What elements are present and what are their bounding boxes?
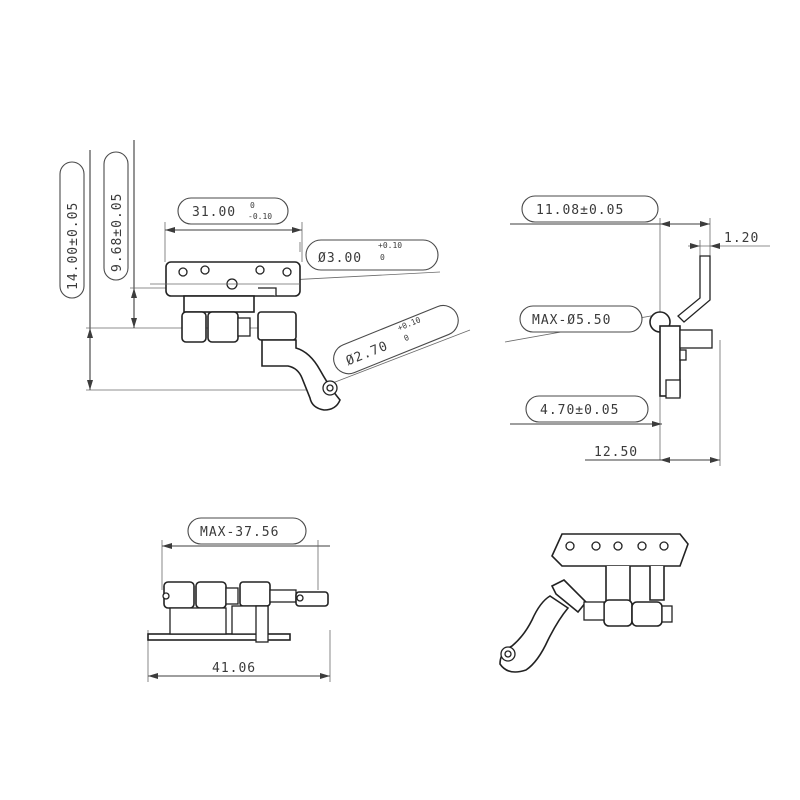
width-top-tol-upper: 0 [250,201,255,210]
side-width-callout: 11.08±0.05 [521,195,659,223]
isometric-view [499,533,689,673]
bottom-max-len-callout: MAX-37.56 [187,517,307,545]
width-top-label: 31.00 [192,205,236,220]
hole-dia-1-tol-upper: +0.10 [378,241,402,250]
hole-dia-2-callout: Ø2.70 +0.10 0 [333,304,459,375]
side-offset-label: 4.70±0.05 [540,403,619,418]
hole-dia-1-tol-lower: 0 [380,253,385,262]
side-thickness-label: 1.20 [724,231,759,246]
bottom-view: MAX-37.56 41.06 [147,517,331,682]
height-total-callout: 14.00±0.05 [59,161,85,299]
side-view-part [649,255,713,399]
front-view: 14.00±0.05 9.68±0.05 31.00 0 -0.10 Ø3.00 [59,140,471,411]
side-depth-label: 12.50 [594,445,638,460]
side-max-dia-callout: MAX-Ø5.50 [519,305,643,333]
side-width-label: 11.08±0.05 [536,203,624,218]
side-view: 11.08±0.05 1.20 MAX-Ø5.50 4.70±0.05 12.5… [504,195,770,466]
bottom-total-len-label: 41.06 [212,661,256,676]
front-view-part [150,261,341,411]
hole-dia-2-tol-lower: 0 [403,333,411,343]
bottom-max-len-label: MAX-37.56 [200,525,279,540]
hole-dia-1-label: Ø3.00 [318,251,362,266]
width-top-tol-lower: -0.10 [248,212,272,221]
side-max-dia-label: MAX-Ø5.50 [532,313,611,328]
height-inner-callout: 9.68±0.05 [103,151,129,281]
side-offset-callout: 4.70±0.05 [525,395,649,423]
width-top-callout: 31.00 0 -0.10 [177,197,289,225]
height-inner-label: 9.68±0.05 [110,193,125,272]
bottom-view-part [147,581,329,643]
height-total-label: 14.00±0.05 [66,202,81,290]
hole-dia-1-callout: Ø3.00 +0.10 0 [305,239,439,271]
